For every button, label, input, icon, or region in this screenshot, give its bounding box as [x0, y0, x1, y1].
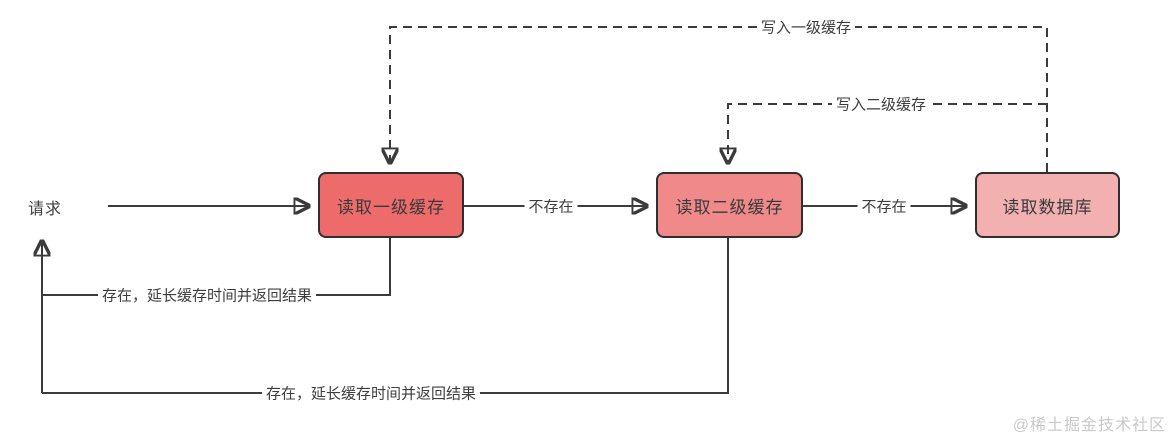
- watermark-juejin-community: @稀土掘金技术社区: [1012, 417, 1166, 434]
- node-read-database-label: 读取数据库: [1002, 197, 1093, 217]
- node-read-l1-cache: 读取一级缓存: [318, 172, 464, 238]
- edge-label-l1-not-exist: 不存在: [524, 195, 578, 217]
- edge-label-l1-exist-return: 存在，延长缓存时间并返回结果: [97, 284, 317, 306]
- dashed-arrow-db-write-l1: [390, 26, 1048, 172]
- edge-label-l2-not-exist: 不存在: [857, 195, 911, 217]
- line-l2-return: [42, 238, 729, 394]
- edge-label-write-l1-cache: 写入一级缓存: [756, 16, 856, 38]
- dashed-arrow-db-write-l2: [728, 103, 1047, 163]
- node-read-l1-cache-label: 读取一级缓存: [337, 197, 445, 217]
- edge-label-write-l2-cache: 写入二级缓存: [831, 93, 931, 115]
- edge-label-l2-exist-return: 存在，延长缓存时间并返回结果: [261, 382, 481, 404]
- node-read-l2-cache-label: 读取二级缓存: [675, 197, 784, 217]
- node-read-l2-cache: 读取二级缓存: [656, 172, 803, 238]
- node-read-database: 读取数据库: [975, 172, 1120, 238]
- start-node-request: 请求: [28, 201, 63, 218]
